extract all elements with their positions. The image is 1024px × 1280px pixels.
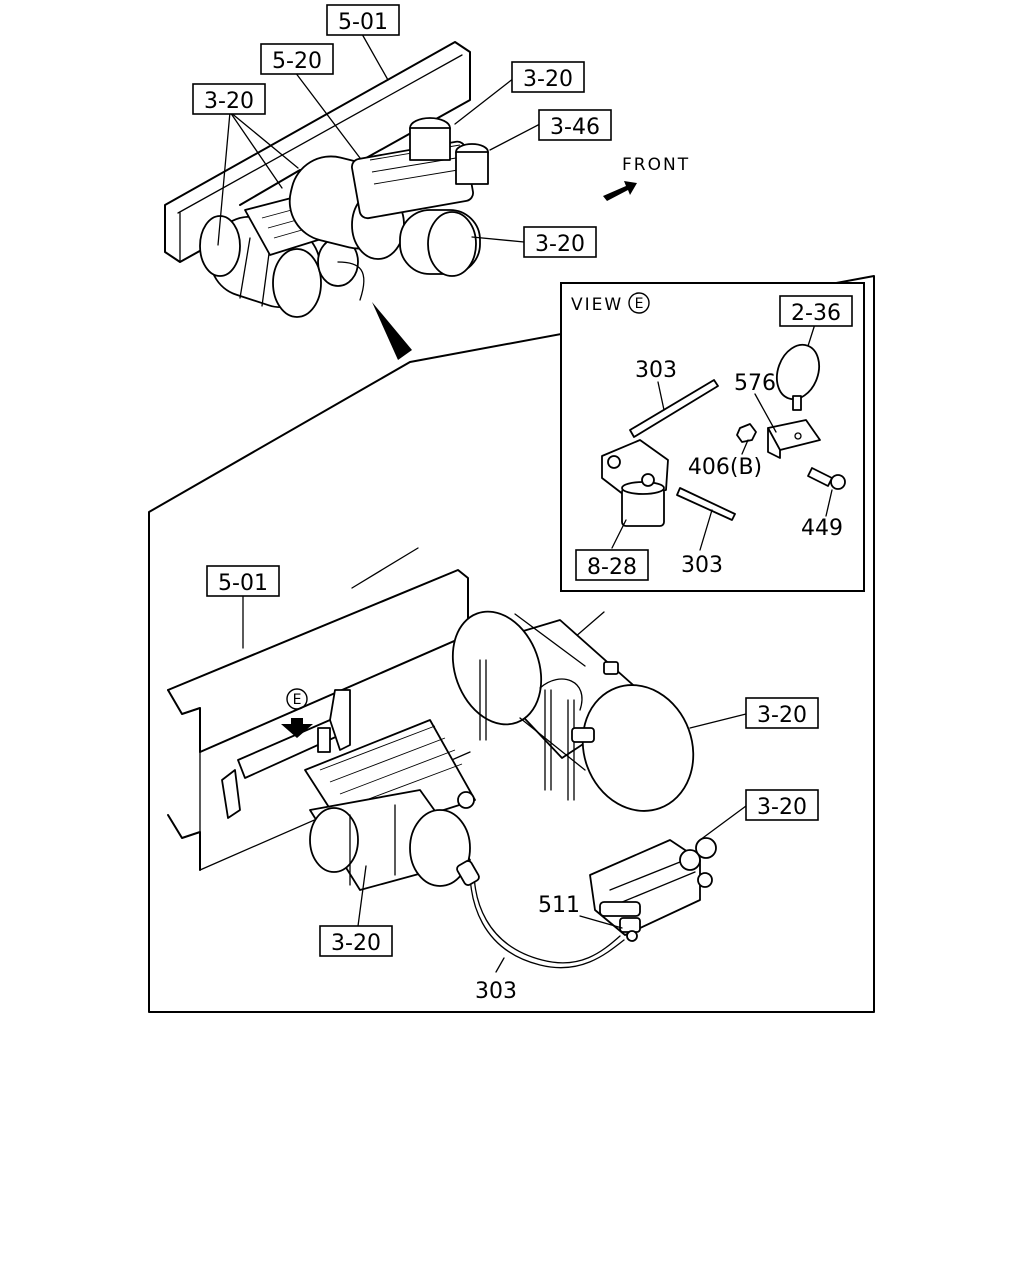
part-main-pipe: 303 xyxy=(475,979,517,1004)
view-marker: E xyxy=(635,296,644,312)
view-marker-circle xyxy=(628,292,650,314)
arrow-marker-circle xyxy=(286,688,308,710)
view-label: VIEW xyxy=(571,295,623,315)
callout-top-frame: 5-01 xyxy=(338,10,388,35)
arrow-marker: E xyxy=(293,692,302,708)
overview-illustration xyxy=(164,41,489,318)
view-pointer-arrow xyxy=(372,302,412,360)
part-nut: 406(B) xyxy=(688,455,762,480)
detail-illustration: E xyxy=(167,547,717,969)
callout-view-filter: 8-28 xyxy=(587,555,637,580)
detail-callouts: 5-01 3-20 3-20 3-20 511 303 xyxy=(206,565,819,1004)
front-label: FRONT xyxy=(622,155,690,175)
callout-top-tank-upper-right: 3-20 xyxy=(523,67,573,92)
view-e-inset: VIEW E 303 576 406(B) xyxy=(560,282,865,592)
callout-top-mount: 5-20 xyxy=(272,49,322,74)
front-indicator: FRONT xyxy=(603,155,690,201)
callout-top-tank-lower-right: 3-20 xyxy=(535,232,585,257)
callout-detail-tank-bottom: 3-20 xyxy=(331,931,381,956)
detail-leaders xyxy=(242,593,747,973)
part-pipe-lower: 303 xyxy=(681,553,723,578)
view-direction-arrow-icon xyxy=(281,718,313,738)
part-clip: 511 xyxy=(538,893,580,918)
callout-detail-valve: 3-20 xyxy=(757,795,807,820)
callout-detail-tank-right: 3-20 xyxy=(757,703,807,728)
callout-view-clamp: 2-36 xyxy=(791,301,841,326)
overview-callouts: 5-01 5-20 3-20 3-20 3-46 3-20 xyxy=(192,4,612,258)
part-bracket: 576 xyxy=(734,371,776,396)
callout-top-valve: 3-46 xyxy=(550,115,600,140)
part-pipe-upper: 303 xyxy=(635,358,677,383)
front-arrow-icon xyxy=(603,181,637,201)
callout-top-tank-left: 3-20 xyxy=(204,89,254,114)
detail-panel-border xyxy=(148,275,875,1013)
part-bolt: 449 xyxy=(801,516,843,541)
overview-leaders xyxy=(217,33,541,246)
callout-detail-frame: 5-01 xyxy=(218,571,268,596)
